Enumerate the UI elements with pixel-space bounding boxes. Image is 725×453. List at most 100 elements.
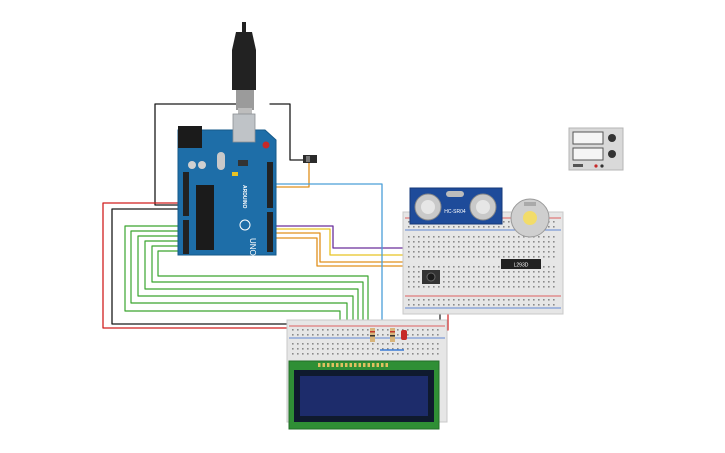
lcd-data-wire-5[interactable] [151,245,364,346]
breadboard-hole [377,353,379,355]
breadboard-hole [473,226,475,228]
breadboard-hole [422,353,424,355]
breadboard-hole [493,304,495,306]
breadboard-hole [408,256,410,258]
breadboard-hole [528,246,530,248]
breadboard-hole [408,299,410,301]
reset-button[interactable] [262,141,270,149]
breadboard-hole [468,246,470,248]
purple-wire[interactable] [273,225,471,249]
breadboard-hole [387,343,389,345]
dc-motor[interactable] [510,198,550,238]
power-supply-knob[interactable] [608,134,616,142]
breadboard-hole [518,246,520,248]
breadboard-hole [413,276,415,278]
breadboard-hole [488,281,490,283]
breadboard-hole [438,299,440,301]
breadboard-hole [523,271,525,273]
breadboard-hole [312,329,314,331]
breadboard-hole [543,299,545,301]
lcd-data-wire-6[interactable] [157,250,369,346]
breadboard-hole [468,281,470,283]
breadboard-hole [498,251,500,253]
breadboard-hole [538,271,540,273]
breadboard-hole [433,246,435,248]
red-led[interactable] [401,330,407,340]
breadboard-hole [553,251,555,253]
breadboard-hole [443,251,445,253]
breadboard-hole [432,353,434,355]
breadboard-hole [433,226,435,228]
breadboard-hole [413,299,415,301]
breadboard-hole [407,334,409,336]
breadboard-hole [342,334,344,336]
breadboard-hole [362,348,364,350]
power-supply-knob[interactable] [608,150,616,158]
breadboard-hole [443,256,445,258]
breadboard-hole [458,226,460,228]
breadboard-hole [478,236,480,238]
arduino-uno-board[interactable]: ARDUINO UNO [177,113,277,256]
breadboard-hole [508,256,510,258]
orange-wire-2[interactable] [273,237,434,267]
breadboard-hole [463,236,465,238]
breadboard-hole [312,348,314,350]
breadboard-hole [423,241,425,243]
breadboard-hole [387,334,389,336]
resistor[interactable] [370,328,375,342]
breadboard-hole [508,251,510,253]
lcd-data-wire-4[interactable] [144,240,359,346]
breadboard-hole [543,266,545,268]
push-button[interactable] [422,270,440,284]
breadboard-hole [478,256,480,258]
breadboard-hole [443,299,445,301]
breadboard-hole [518,271,520,273]
breadboard-hole [307,329,309,331]
breadboard-hole [473,276,475,278]
power-switch-wire[interactable] [269,103,306,161]
breadboard-hole [428,241,430,243]
lcd-data-wire-2[interactable] [130,230,348,346]
lcd-data-wire-3[interactable] [137,235,354,346]
breadboard-hole [417,348,419,350]
breadboard-hole [372,348,374,350]
breadboard-hole [423,266,425,268]
breadboard-hole [493,236,495,238]
lcd-display-16x2[interactable] [288,360,440,430]
breadboard-hole [468,276,470,278]
resistor[interactable] [390,328,395,342]
breadboard-hole [322,334,324,336]
breadboard-hole [322,343,324,345]
motor-driver-chip[interactable]: L293D [501,259,541,269]
breadboard-hole [518,236,520,238]
breadboard-hole [473,304,475,306]
orange-wire-switch[interactable] [273,159,310,188]
breadboard-hole [423,286,425,288]
breadboard-hole [553,236,555,238]
breadboard-hole [513,251,515,253]
breadboard-hole [548,286,550,288]
breadboard-hole [437,343,439,345]
power-supply[interactable] [568,127,624,171]
breadboard-hole [453,236,455,238]
breadboard-hole [387,329,389,331]
breadboard-hole [483,246,485,248]
breadboard-hole [337,334,339,336]
breadboard-hole [317,348,319,350]
blue-wire[interactable] [273,183,383,346]
breadboard-hole [488,226,490,228]
breadboard-hole [468,241,470,243]
breadboard-hole [528,271,530,273]
ultrasonic-sensor-hc-sr04[interactable]: HC-SR04 [409,187,503,225]
breadboard-hole [503,256,505,258]
breadboard-hole [458,286,460,288]
breadboard-hole [448,256,450,258]
breadboard-hole [423,246,425,248]
breadboard-hole [513,276,515,278]
slide-switch[interactable] [303,155,317,163]
breadboard-hole [478,241,480,243]
breadboard-hole [528,299,530,301]
breadboard-hole [453,256,455,258]
breadboard-hole [312,343,314,345]
yellow-wire[interactable] [273,228,463,256]
